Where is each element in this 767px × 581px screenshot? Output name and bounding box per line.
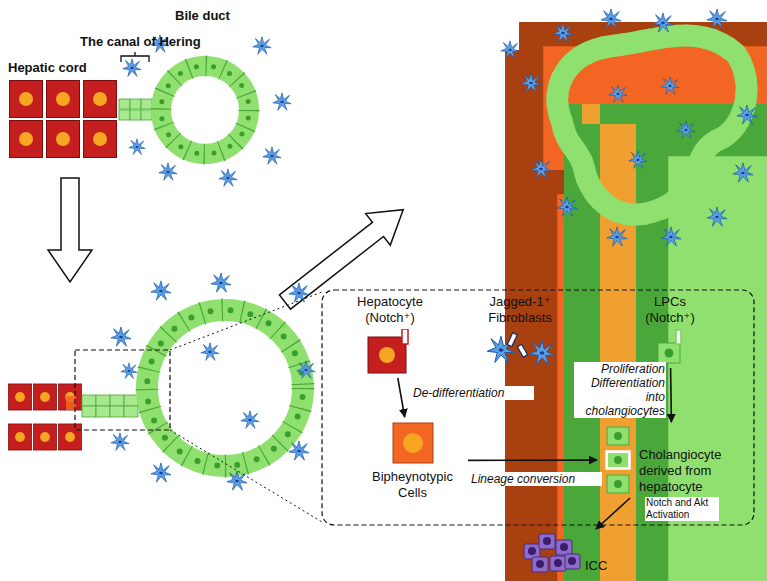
process-arrow: [670, 368, 672, 422]
cell-label: Jagged-1⁺ Fibroblasts: [470, 294, 570, 326]
cell-node: Bipheynotypic Cells: [360, 420, 465, 501]
region-label: The canal of Hering: [80, 34, 201, 50]
normal-liver: [10, 35, 292, 187]
cell-node: LPCs (Notch⁺): [634, 294, 706, 365]
cell-label: Cholangiocyte derived from hepatocyte: [639, 447, 744, 495]
cell-node: Hepatocyte (Notch⁺): [345, 294, 435, 375]
lpc-icon: [650, 329, 690, 365]
icc-icon: [520, 532, 582, 574]
edge-label: De-differentiation: [412, 386, 534, 400]
cell-label: Hepatocyte (Notch⁺): [345, 294, 435, 326]
edge-label: Proliferation Differentiation into chola…: [574, 362, 666, 418]
process-arrow: [468, 459, 597, 461]
process-arrow: [398, 378, 405, 417]
inset-frame: [322, 290, 754, 525]
fibroblast-icon: [470, 329, 570, 369]
process-arrow: [596, 498, 630, 529]
cell-label: LPCs (Notch⁺): [634, 294, 706, 326]
cholangiocyte-icon: [600, 425, 636, 495]
edge-label: Notch and Akt Activation: [645, 497, 719, 521]
cell-label: Bipheynotypic Cells: [360, 469, 465, 501]
hollow-arrow: [48, 178, 92, 282]
region-label: Hepatic cord: [8, 60, 87, 76]
cell-label: ICC: [585, 558, 619, 574]
region-label: Bile duct: [175, 8, 230, 24]
biphenotypic-cell-icon: [390, 420, 436, 466]
injured-liver: [8, 273, 322, 522]
edge-label: Lineage conversion: [470, 472, 602, 486]
cell-node: Jagged-1⁺ Fibroblasts: [470, 294, 570, 369]
cell-node: Cholangiocyte derived from hepatocyte: [600, 425, 744, 495]
cell-node: ICC: [520, 532, 619, 574]
hepatocyte-icon: [364, 329, 416, 375]
